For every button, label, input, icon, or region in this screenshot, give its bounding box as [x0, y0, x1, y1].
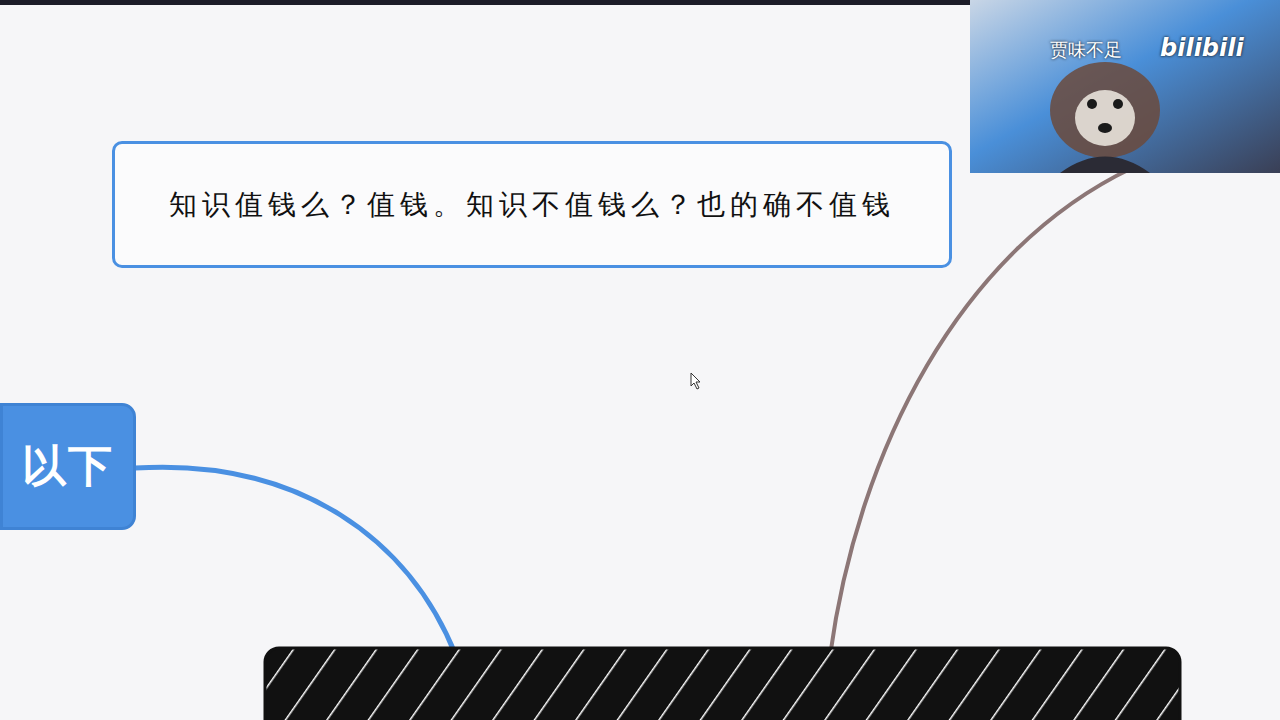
central-topic-band	[265, 648, 1180, 720]
branch-line	[135, 467, 456, 656]
mouse-cursor	[691, 373, 700, 389]
node-text: 知识值钱么？值钱。知识不值钱么？也的确不值钱	[169, 186, 895, 224]
webcam-overlay	[970, 0, 1280, 173]
watermark: bilibili	[1160, 34, 1244, 62]
topic-box: 知识值钱么？值钱。知识不值钱么？也的确不值钱	[112, 141, 952, 268]
uploader-name: 贾味不足	[1050, 38, 1122, 62]
branch-box: 以下	[0, 403, 136, 530]
node-text: 以下	[22, 437, 114, 496]
